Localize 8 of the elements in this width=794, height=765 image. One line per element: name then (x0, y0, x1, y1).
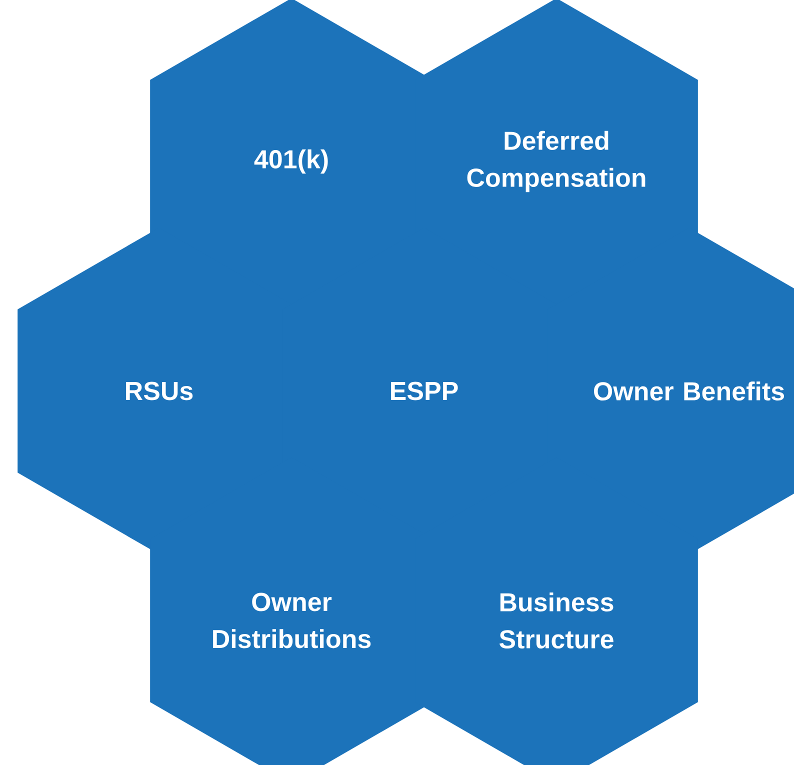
node-label: Deferred Compensation (467, 130, 646, 192)
node-label: ESPP (391, 382, 458, 400)
hexagon: RSUs (18, 228, 300, 554)
node-label: RSUs (126, 382, 193, 400)
node-label: Owner Benefits (594, 381, 784, 401)
node-label: Business Structure (499, 592, 614, 649)
node-label: 401(k) (254, 149, 328, 174)
node-label: Owner Distributions (213, 592, 371, 648)
